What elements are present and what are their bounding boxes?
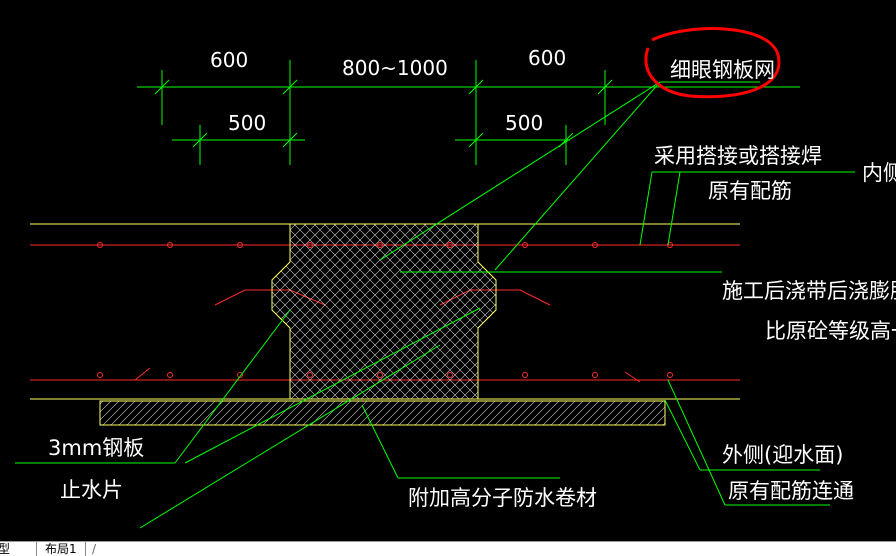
- label-steel-plate-2: 止水片: [60, 478, 123, 502]
- layout-tab-bar: 型 布局1 /: [0, 541, 896, 556]
- label-outer-side: 外侧(迎水面): [722, 443, 843, 467]
- tab-layout1[interactable]: 布局1: [36, 542, 86, 556]
- dim-right-bottom: 500: [505, 111, 543, 135]
- label-inner-side: 内侧: [862, 161, 896, 185]
- tab-model[interactable]: 型: [0, 542, 11, 556]
- label-fine-mesh: 细眼钢板网: [670, 58, 775, 82]
- dim-middle-top: 800~1000: [342, 56, 448, 80]
- label-existing-rebar-top: 原有配筋: [708, 179, 792, 203]
- label-pour-strip-1: 施工后浇带后浇膨胀混凝: [722, 279, 896, 303]
- waterproof-membrane: [99, 400, 666, 426]
- label-pour-strip-2: 比原砼等级高一级: [765, 319, 896, 343]
- tab-separator: /: [92, 542, 97, 556]
- cad-drawing-canvas[interactable]: 600 800~1000 600 500 500: [0, 0, 896, 541]
- label-lap-weld: 采用搭接或搭接焊: [654, 144, 822, 168]
- dim-left-bottom: 500: [228, 111, 266, 135]
- dimension-lines: [137, 60, 800, 165]
- label-steel-plate-1: 3mm钢板: [48, 436, 144, 460]
- dim-left-top: 600: [210, 48, 248, 72]
- highlight-circle: [644, 27, 781, 99]
- label-membrane: 附加高分子防水卷材: [408, 486, 597, 510]
- dim-right-top: 600: [528, 46, 566, 70]
- label-existing-rebar-bottom: 原有配筋连通: [728, 479, 854, 503]
- leader-lines: [15, 81, 855, 529]
- post-pour-strip: [271, 223, 497, 400]
